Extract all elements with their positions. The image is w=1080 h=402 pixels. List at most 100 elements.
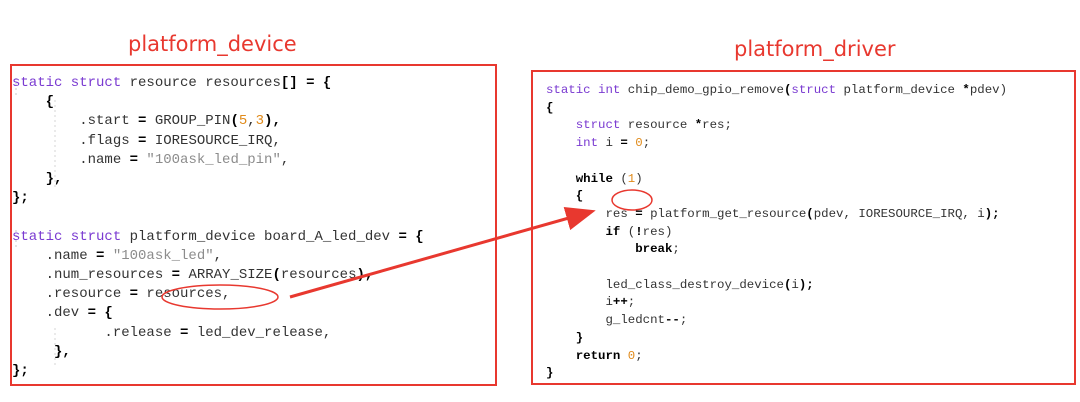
code-token: = { [87, 305, 113, 322]
code-token: , [280, 151, 290, 168]
code-line [12, 208, 424, 227]
code-line: }, [12, 343, 424, 362]
code-line: }; [12, 189, 424, 208]
platform-driver-code: static int chip_demo_gpio_remove(struct … [546, 82, 1007, 383]
code-line: .flags = IORESOURCE_IRQ, [12, 132, 424, 151]
code-line: { [546, 188, 1007, 206]
code-token: resources [280, 267, 357, 284]
code-token: }, [12, 343, 71, 360]
code-token: .name [12, 247, 97, 264]
code-token: ); [798, 277, 814, 292]
code-line: .resource = resources, [12, 285, 424, 304]
code-line: res = platform_get_resource(pdev, IORESO… [546, 206, 1007, 224]
code-line: static struct platform_device board_A_le… [12, 228, 424, 247]
code-line: break; [546, 241, 1007, 259]
code-token: i [546, 295, 613, 310]
code-token: res; [702, 118, 732, 133]
code-token: ; [679, 313, 688, 328]
code-token: resource [620, 118, 695, 133]
code-token: IORESOURCE_IRQ, [146, 132, 281, 149]
code-token: ; [635, 348, 643, 363]
code-token: if [546, 224, 621, 239]
code-line: } [546, 365, 1007, 383]
code-token: "100ask_led_pin" [138, 151, 281, 168]
code-token: res) [642, 224, 673, 239]
code-token: .name [12, 151, 130, 168]
code-token: GROUP_PIN [146, 113, 231, 130]
code-token: [] = { [280, 75, 332, 91]
code-token: 1 [627, 171, 636, 186]
code-token: 5 [238, 113, 248, 130]
code-token: platform_device board_A_led_dev [121, 228, 399, 245]
code-token: ), [356, 267, 374, 284]
code-token: .dev [12, 305, 88, 322]
code-token: ( [612, 171, 628, 186]
code-line: struct resource *res; [546, 117, 1007, 135]
code-token: ARRAY_SIZE [180, 267, 273, 284]
code-line: { [546, 100, 1007, 118]
code-line: led_class_destroy_device(i); [546, 277, 1007, 295]
code-token: }; [12, 190, 29, 207]
code-token: } [546, 366, 554, 381]
platform-device-title: platform_device [128, 32, 297, 56]
code-token: static struct [12, 228, 122, 245]
code-token: .start [12, 113, 139, 130]
code-token: 3 [255, 113, 265, 130]
code-token: ), [264, 113, 281, 130]
code-line: }; [12, 362, 424, 381]
code-token: resource resources [121, 75, 281, 91]
code-token: struct [546, 118, 621, 133]
code-line: g_ledcnt--; [546, 312, 1007, 330]
code-token: "100ask_led" [104, 247, 214, 264]
code-line: while (1) [546, 171, 1007, 189]
code-token: .num_resources [12, 267, 172, 284]
code-line: .start = GROUP_PIN(5,3), [12, 112, 424, 131]
code-token: = [635, 206, 643, 221]
code-token: = [96, 247, 105, 264]
code-token: = [138, 113, 147, 130]
code-token: .release [12, 324, 181, 341]
code-token: { [546, 189, 584, 204]
code-token: ( [230, 113, 239, 130]
code-token: = [180, 324, 189, 341]
code-token: ; [642, 136, 651, 151]
code-line: static int chip_demo_gpio_remove(struct … [546, 82, 1007, 100]
code-token: 0 [627, 136, 643, 151]
code-token: { [12, 94, 55, 111]
code-token: ) [635, 171, 643, 186]
platform-driver-code-panel: static int chip_demo_gpio_remove(struct … [531, 70, 1076, 385]
code-token: ( [806, 206, 814, 221]
code-line: return 0; [546, 348, 1007, 366]
code-token: = [171, 267, 181, 284]
code-token: int [546, 136, 599, 151]
code-token: }, [12, 171, 63, 188]
code-token: -- [664, 313, 680, 328]
code-line [546, 153, 1007, 171]
code-token: ( [783, 83, 792, 97]
code-token: ); [984, 206, 1000, 221]
code-line: if (!res) [546, 224, 1007, 242]
code-line: .name = "100ask_led", [12, 247, 424, 266]
code-token: i [598, 136, 621, 151]
code-token: struct [791, 83, 837, 97]
code-token: ; [627, 295, 636, 310]
code-token: led_class_destroy_device [546, 277, 784, 292]
code-token: i [791, 277, 799, 292]
code-token: static int [546, 83, 621, 97]
code-token: { [546, 100, 554, 115]
code-token: ( [620, 224, 636, 239]
code-token: 0 [620, 348, 636, 363]
code-token: static struct [12, 75, 122, 91]
code-token: = [129, 286, 139, 303]
code-token: * [694, 118, 703, 133]
code-token: resources, [138, 286, 231, 303]
code-line: } [546, 330, 1007, 348]
code-token: } [546, 330, 584, 345]
code-token: = [620, 136, 628, 151]
code-token: .flags [12, 132, 139, 149]
code-token: led_dev_release, [188, 324, 332, 341]
code-token: .resource [12, 286, 130, 303]
code-line [546, 259, 1007, 277]
code-token: pdev, IORESOURCE_IRQ, i [813, 206, 985, 221]
code-token: ; [672, 242, 680, 257]
